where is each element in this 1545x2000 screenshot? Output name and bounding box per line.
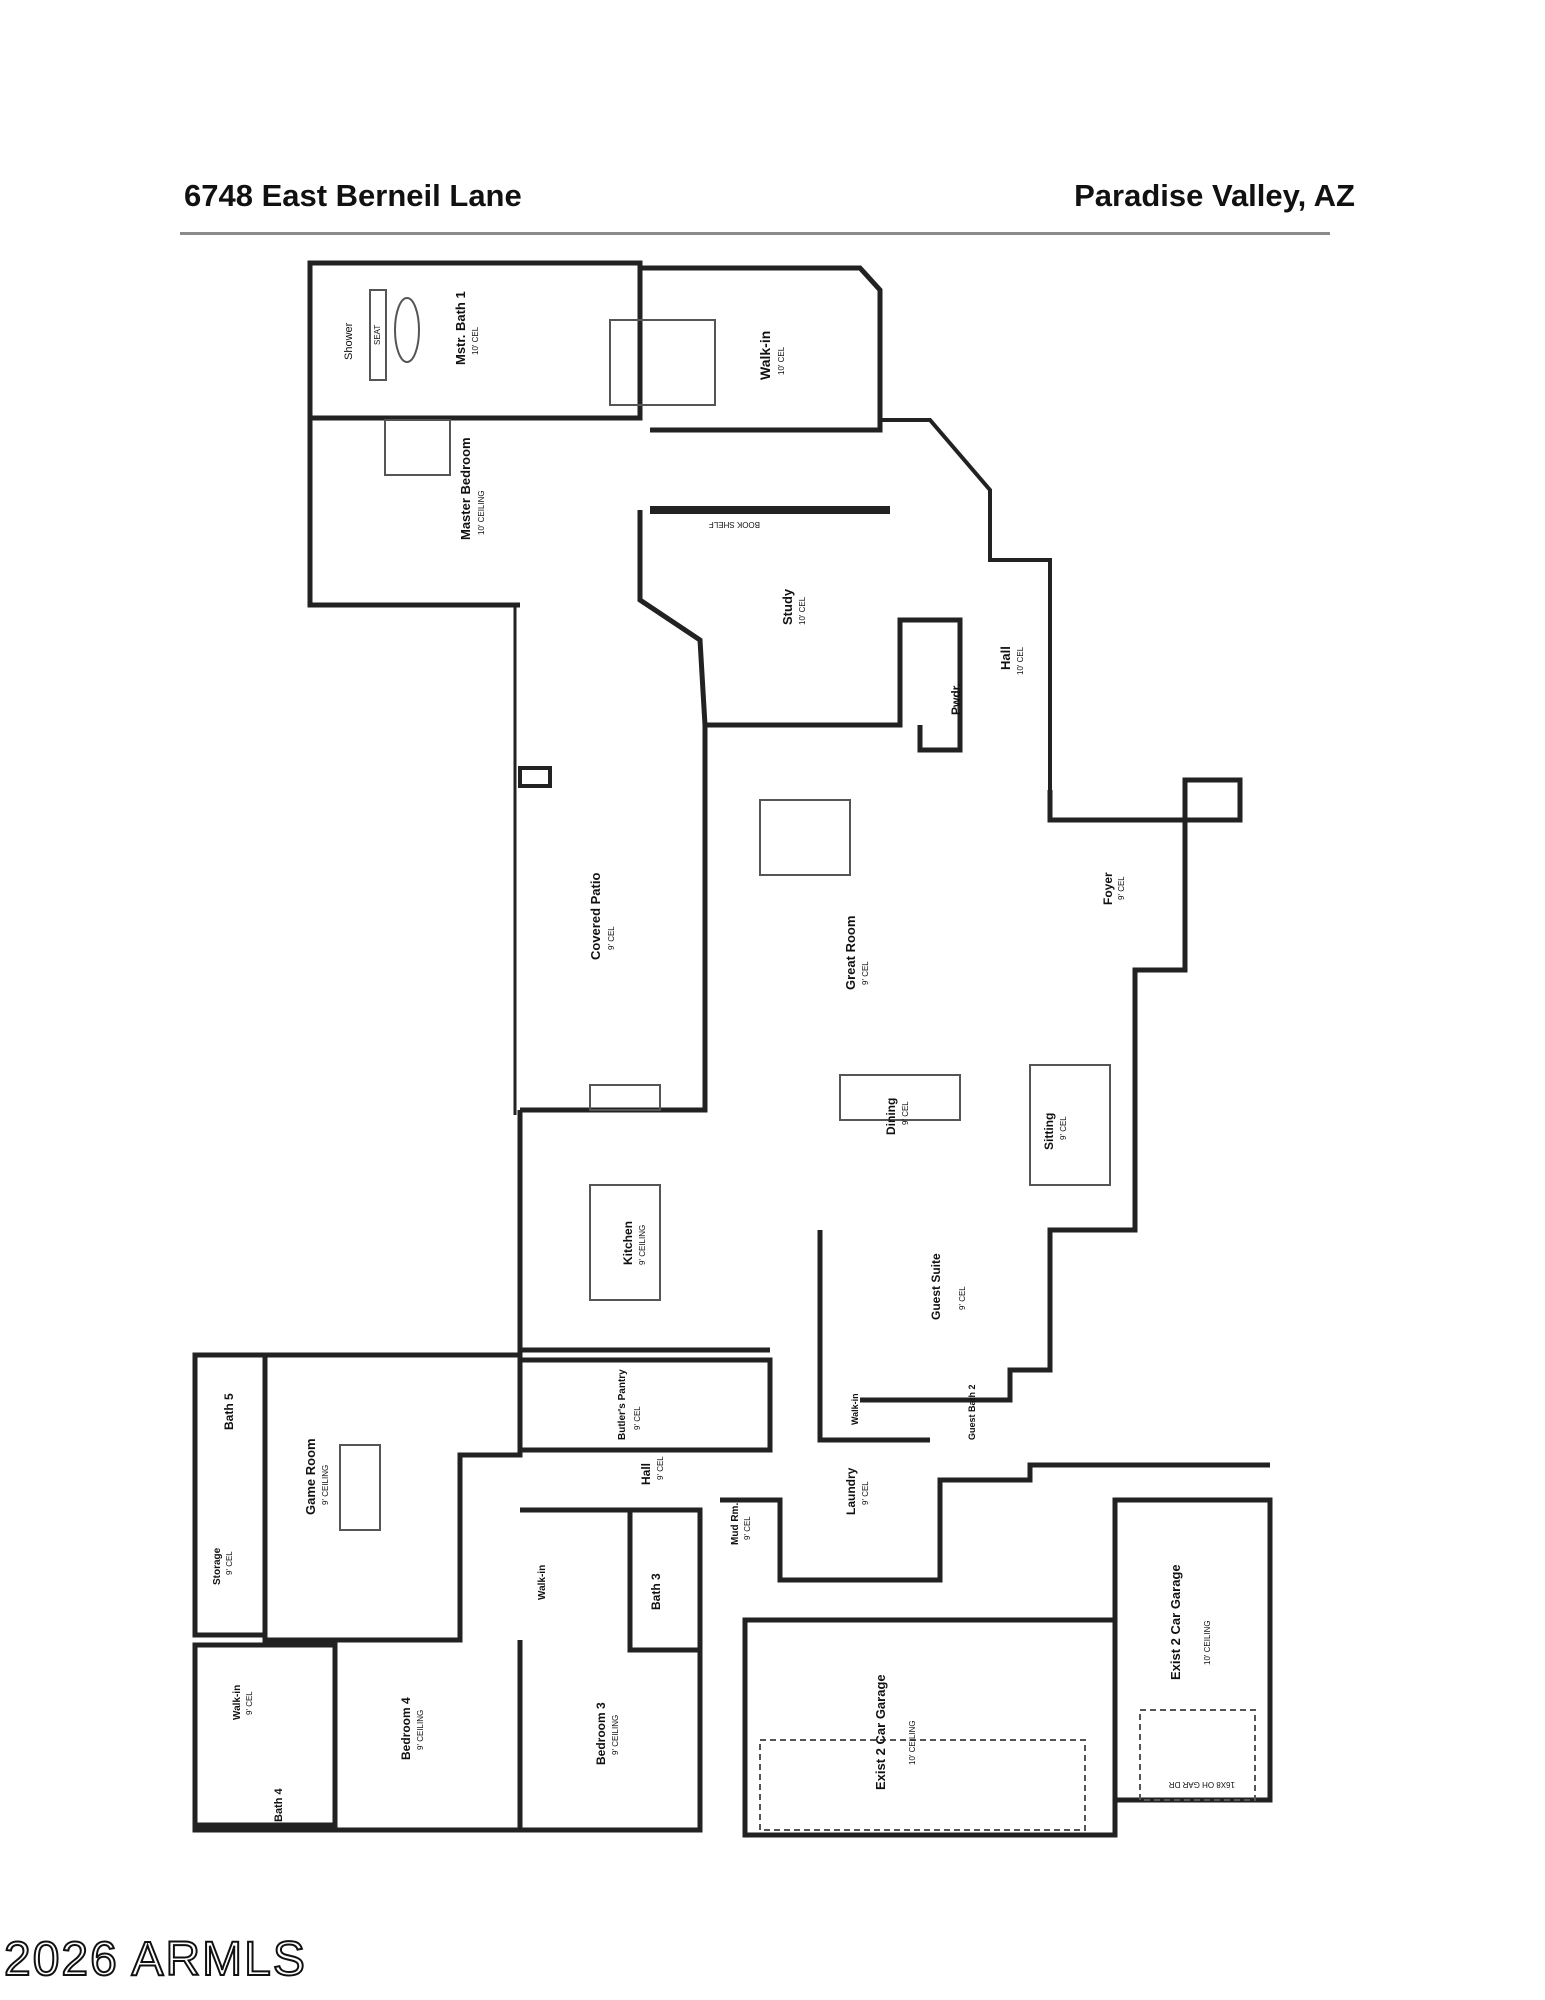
storage-label: Storage xyxy=(212,1547,223,1585)
hall-top-ceiling: 10' CEL xyxy=(1016,646,1025,675)
walk-in-b4-label: Walk-in xyxy=(232,1685,243,1720)
walk-in-master-walls xyxy=(640,265,883,433)
foyer-ceiling: 9' CEL xyxy=(1117,876,1126,900)
laundry-walls xyxy=(720,1462,1270,1583)
laundry-ceiling: 9' CEL xyxy=(861,1481,870,1505)
garage-door-outline xyxy=(1139,1709,1256,1801)
guest-suite-walls xyxy=(860,1227,1080,1403)
bedroom4-label: Bedroom 4 xyxy=(399,1697,413,1760)
bedroom3-ceiling: 9' CEILING xyxy=(611,1715,620,1755)
property-city: Paradise Valley, AZ xyxy=(1074,178,1355,213)
exist-garage-right-ceiling: 10' CEILING xyxy=(1203,1620,1212,1665)
bedroom4-walls xyxy=(192,1640,523,1833)
bedroom3-label: Bedroom 3 xyxy=(594,1702,608,1765)
walk-in-master-label: Walk-in xyxy=(757,331,773,380)
walk-in-guest-label: Walk-in xyxy=(850,1393,860,1425)
garage-bays xyxy=(759,1739,1086,1831)
bedroom3-walls xyxy=(520,1507,703,1833)
header-divider xyxy=(180,232,1330,235)
exist-garage-right-label: Exist 2 Car Garage xyxy=(1168,1564,1183,1680)
foyer-label: Foyer xyxy=(1101,872,1115,905)
guest-suite-west-wall xyxy=(817,1230,930,1443)
butlers-pantry-ceiling: 9' CEL xyxy=(633,1406,642,1430)
garage-door-label: 16X8 OH GAR DR xyxy=(1169,1780,1235,1789)
study-walls xyxy=(637,510,963,753)
covered-patio-ceiling: 9' CEL xyxy=(607,926,616,950)
butlers-pantry-walls xyxy=(517,1357,773,1453)
bedroom4-closet-walls xyxy=(192,1642,338,1828)
butlers-pantry-label: Butler's Pantry xyxy=(617,1369,628,1440)
walk-in-island xyxy=(609,319,716,406)
bath5-storage-walls xyxy=(192,1352,268,1638)
pool-table xyxy=(339,1444,381,1531)
dining-table xyxy=(839,1074,961,1121)
bath3-label: Bath 3 xyxy=(649,1573,663,1610)
laundry-label: Laundry xyxy=(844,1467,858,1515)
patio-column xyxy=(518,766,552,788)
exist-garage-center-ceiling: 10' CEILING xyxy=(908,1720,917,1765)
hall-bottom-label: Hall xyxy=(639,1463,653,1485)
bedroom4-ceiling: 9' CEILING xyxy=(416,1710,425,1750)
dining-label: Dining xyxy=(884,1098,898,1135)
bath5-label: Bath 5 xyxy=(222,1393,236,1430)
master-bed xyxy=(384,419,451,476)
master-bath-walls xyxy=(307,260,643,421)
sitting-label: Sitting xyxy=(1042,1113,1056,1150)
guest-suite-label: Guest Suite xyxy=(929,1253,943,1320)
study-label: Study xyxy=(780,588,795,625)
pwdr-label: Pwdr. xyxy=(949,683,963,715)
copyright-watermark: 2026 ARMLS xyxy=(3,1932,307,1987)
exist-garage-center-label: Exist 2 Car Garage xyxy=(873,1674,888,1790)
dining-ceiling: 9' CEL xyxy=(901,1101,910,1125)
mud-rm-label: Mud Rm. xyxy=(730,1503,741,1545)
kitchen-ceiling: 9' CEILING xyxy=(638,1225,647,1265)
mstr-bath-ceiling: 10' CEL xyxy=(471,326,480,355)
storage-ceiling: 9' CEL xyxy=(225,1551,234,1575)
walk-in-b4-ceiling: 9' CEL xyxy=(245,1691,254,1715)
center-garage-walls xyxy=(742,1617,1118,1838)
game-room-ceiling: 9' CEILING xyxy=(321,1465,330,1505)
walk-in-master-ceiling: 10' CEL xyxy=(777,346,786,375)
guest-suite-ceiling: 9' CEL xyxy=(958,1286,967,1310)
master-bedroom-label: Master Bedroom xyxy=(458,437,473,540)
walk-in-b3-label: Walk-in xyxy=(537,1565,548,1600)
hall-top-walls xyxy=(880,418,1052,790)
covered-patio-label: Covered Patio xyxy=(588,873,603,960)
bar-stools xyxy=(589,1084,661,1111)
sofa xyxy=(759,799,851,876)
bath3-walls xyxy=(627,1510,700,1653)
great-room-east-wall xyxy=(1080,815,1188,1233)
seat-label: SEAT xyxy=(373,325,382,345)
great-room-ceiling: 9' CEL xyxy=(861,961,870,985)
study-ceiling: 10' CEL xyxy=(798,596,807,625)
mud-rm-ceiling: 9' CEL xyxy=(743,1516,752,1540)
sitting-ceiling: 9' CEL xyxy=(1059,1116,1068,1140)
master-bedroom-ceiling: 10' CEILING xyxy=(477,490,486,535)
great-room-west-wall xyxy=(520,725,708,1113)
great-room-label: Great Room xyxy=(843,916,858,990)
tub xyxy=(394,297,420,363)
foyer-north-wall xyxy=(1047,777,1243,823)
game-room-walls xyxy=(195,1352,523,1643)
mstr-bath-label: Mstr. Bath 1 xyxy=(453,291,468,365)
hall-bottom-ceiling: 9' CEL xyxy=(656,1456,665,1480)
kitchen-island xyxy=(589,1184,661,1301)
tub-seat xyxy=(369,289,387,381)
kitchen-walls xyxy=(517,1110,770,1353)
game-room-label: Game Room xyxy=(303,1438,318,1515)
kitchen-label: Kitchen xyxy=(621,1221,635,1265)
shower-label: Shower xyxy=(343,322,355,360)
book-shelf-label: BOOK SHELF xyxy=(709,520,760,529)
property-address: 6748 East Berneil Lane xyxy=(184,178,522,213)
hall-top-label: Hall xyxy=(998,646,1013,670)
sitting-sofa xyxy=(1029,1064,1111,1186)
guest-bath-label: Guest Bath 2 xyxy=(967,1384,977,1440)
bath4-label: Bath 4 xyxy=(273,1788,285,1823)
master-bedroom-walls xyxy=(307,418,520,608)
